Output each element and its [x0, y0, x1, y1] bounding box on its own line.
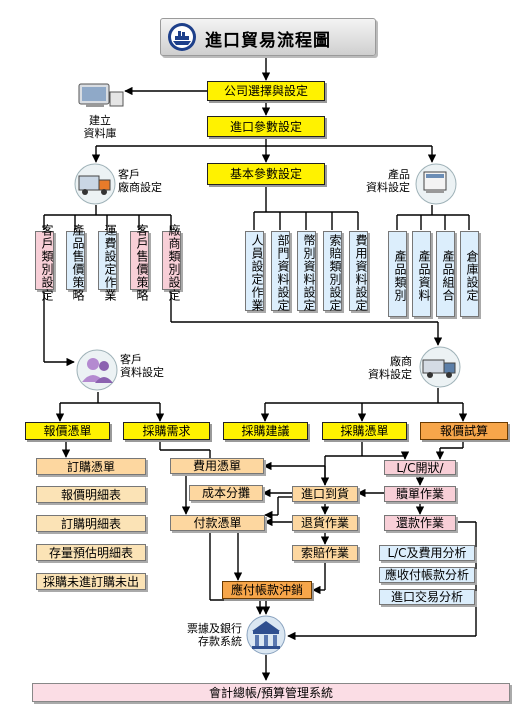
doc-redeem-box[interactable]: 贖單作業	[384, 486, 456, 502]
bank-system-node[interactable]	[244, 615, 288, 659]
warehouse-setup[interactable]: 倉庫設定	[460, 231, 479, 317]
title-banner: 進口貿易流程圖	[160, 18, 376, 56]
claim-type-setup[interactable]: 索賠類別設定	[323, 231, 342, 312]
customer-data-label: 客戶 資料設定	[120, 353, 164, 379]
bank-icon	[246, 615, 286, 655]
ship-logo-icon	[168, 23, 196, 51]
product-category[interactable]: 產品類別	[388, 231, 407, 317]
ar-ap-analysis[interactable]: 應收付帳款分析	[379, 567, 475, 583]
quote-trial-box[interactable]: 報價試算	[420, 422, 508, 440]
vendor-type-setup[interactable]: 廠商類別設定	[162, 224, 181, 302]
vendor-data-node[interactable]	[418, 346, 462, 392]
cost-allocation-box[interactable]: 成本分攤	[189, 485, 263, 501]
purchase-requirement-box[interactable]: 採購需求	[123, 422, 210, 440]
stock-forecast-report[interactable]: 存量預估明細表	[36, 544, 146, 561]
import-trade-analysis[interactable]: 進口交易分析	[379, 589, 475, 605]
pending-purchase-order-report[interactable]: 採購未進訂購未出	[36, 573, 146, 590]
claim-op-box[interactable]: 索賠作業	[292, 545, 358, 561]
order-detail-report[interactable]: 訂購明細表	[36, 515, 146, 532]
basic-params-box[interactable]: 基本參數設定	[207, 163, 325, 185]
staff-setup[interactable]: 人員設定作業	[245, 231, 264, 312]
product-setup-node[interactable]	[414, 163, 458, 209]
ap-writeoff-box[interactable]: 應付帳款沖銷	[222, 581, 312, 599]
product-data[interactable]: 產品資料	[412, 231, 431, 317]
order-doc-box[interactable]: 訂購憑單	[36, 458, 146, 475]
payment-doc-box[interactable]: 付款憑單	[170, 515, 265, 531]
accounting-system-box[interactable]: 會計總帳/預算管理系統	[32, 683, 510, 702]
build-database-label: 建立 資料庫	[83, 114, 117, 140]
freight-setup[interactable]: 運費設定作業	[98, 224, 117, 302]
bank-system-label: 票據及銀行 存款系統	[187, 622, 242, 648]
page-title: 進口貿易流程圖	[205, 31, 331, 51]
cust-vendor-setup-node[interactable]	[73, 163, 117, 209]
vendor-truck-icon	[419, 346, 461, 388]
product-price-strategy[interactable]: 產品售價策略	[66, 224, 85, 302]
lc-open-box[interactable]: L/C開狀/	[384, 460, 456, 475]
product-box-icon	[415, 163, 457, 205]
currency-setup[interactable]: 幣別資料設定	[297, 231, 316, 312]
computer-database-icon	[78, 83, 124, 107]
lc-expense-analysis[interactable]: L/C及費用分析	[379, 545, 475, 561]
purchase-doc-box[interactable]: 採購憑單	[322, 422, 407, 440]
vendor-data-label: 廠商 資料設定	[368, 355, 412, 381]
customer-price-strategy[interactable]: 客戶售價策略	[130, 224, 149, 302]
expense-setup[interactable]: 費用資料設定	[349, 231, 368, 312]
purchase-suggestion-box[interactable]: 採購建議	[223, 422, 308, 440]
quote-detail-report[interactable]: 報價明細表	[36, 486, 146, 503]
customer-type-setup[interactable]: 客戶類別設定	[35, 224, 54, 302]
import-params-box[interactable]: 進口參數設定	[207, 116, 325, 137]
quote-doc-box[interactable]: 報價憑單	[25, 422, 110, 440]
product-setup-label: 產品 資料設定	[366, 168, 410, 194]
product-bundle[interactable]: 產品組合	[436, 231, 455, 317]
repayment-box[interactable]: 還款作業	[384, 515, 456, 531]
import-arrival-box[interactable]: 進口到貨	[292, 486, 358, 502]
build-database-node[interactable]	[78, 80, 124, 114]
customer-data-node[interactable]	[75, 348, 119, 396]
truck-globe-icon	[74, 163, 116, 205]
department-setup[interactable]: 部門資料設定	[271, 231, 290, 312]
customer-people-icon	[76, 349, 118, 391]
return-op-box[interactable]: 退貨作業	[292, 515, 358, 531]
expense-doc-box[interactable]: 費用憑單	[170, 458, 264, 474]
cust-vendor-setup-label: 客戶 廠商設定	[118, 168, 162, 194]
company-setup-box[interactable]: 公司選擇與設定	[207, 81, 325, 101]
